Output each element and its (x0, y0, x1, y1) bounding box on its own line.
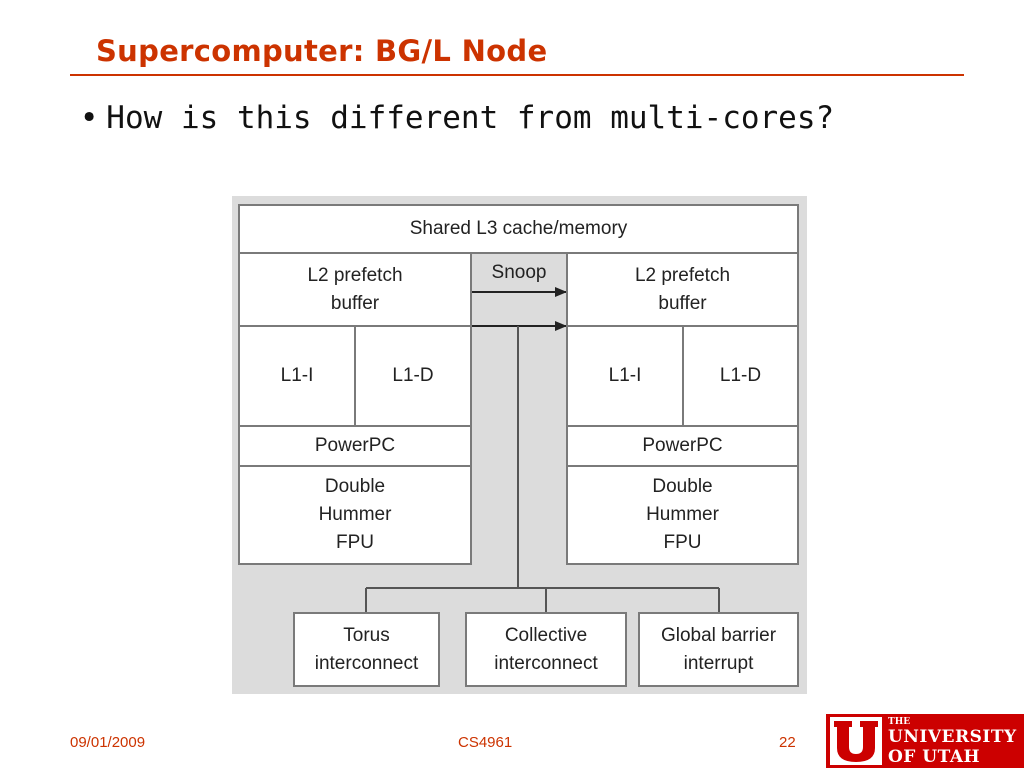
barrier-line1: Global barrier (660, 624, 777, 646)
right-powerpc-label: PowerPC (642, 435, 723, 456)
left-powerpc-box: PowerPC (238, 425, 472, 467)
title-underline (70, 74, 964, 76)
logo-line1: THE (888, 717, 911, 727)
logo-wordmark: THE UNIVERSITY OF UTAH (888, 717, 1017, 767)
university-of-utah-logo: THE UNIVERSITY OF UTAH (826, 714, 1024, 768)
footer-course: CS4961 (458, 734, 513, 751)
right-fpu-line2: Hummer (646, 504, 719, 525)
barrier-line2: interrupt (683, 652, 754, 674)
slide-title: Supercomputer: BG/L Node (96, 34, 548, 68)
right-fpu-line3: FPU (663, 532, 702, 553)
right-fpu-line1: Double (652, 476, 713, 497)
right-l1d-label: L1-D (719, 365, 762, 386)
logo-line2: UNIVERSITY (888, 727, 1017, 747)
logo-line3: OF UTAH (888, 747, 981, 767)
block-u-icon (830, 717, 882, 765)
shared-l3-cache-box: Shared L3 cache/memory (238, 204, 799, 254)
bullet-text: How is this different from multi-cores? (106, 100, 835, 136)
left-l1i-box: L1-I (238, 325, 356, 427)
left-l2-prefetch-box: L2 prefetch buffer (238, 252, 472, 327)
right-l1i-box: L1-I (566, 325, 684, 427)
diagram-connectors (365, 287, 720, 612)
torus-interconnect-box: Torus interconnect (293, 612, 440, 687)
right-l1i-label: L1-I (608, 365, 642, 386)
left-l1i-label: L1-I (280, 365, 314, 386)
torus-line2: interconnect (314, 652, 419, 674)
left-fpu-line2: Hummer (318, 504, 392, 525)
left-fpu-line3: FPU (336, 532, 374, 553)
collective-line1: Collective (504, 624, 588, 646)
collective-interconnect-box: Collective interconnect (465, 612, 627, 687)
snoop-label: Snoop (491, 262, 547, 283)
right-l2-label-line1: L2 prefetch (634, 264, 731, 286)
right-powerpc-box: PowerPC (566, 425, 799, 467)
left-fpu-box: Double Hummer FPU (238, 465, 472, 565)
bullet-marker: • (80, 100, 99, 136)
footer-page-number: 22 (779, 734, 796, 751)
footer-date: 09/01/2009 (70, 734, 146, 751)
right-l2-label-line2: buffer (658, 292, 707, 314)
left-fpu-line1: Double (324, 476, 386, 497)
bgl-node-diagram: Shared L3 cache/memory L2 prefetch buffe… (232, 196, 807, 694)
right-fpu-box: Double Hummer FPU (566, 465, 799, 565)
shared-l3-label: Shared L3 cache/memory (409, 218, 628, 239)
left-l2-label-line2: buffer (330, 292, 380, 314)
left-powerpc-label: PowerPC (314, 435, 396, 456)
left-l2-label-line1: L2 prefetch (307, 264, 403, 286)
bullet-item: •How is this different from multi-cores? (80, 100, 834, 136)
global-barrier-box: Global barrier interrupt (638, 612, 799, 687)
right-l1d-box: L1-D (682, 325, 799, 427)
torus-line1: Torus (343, 624, 390, 646)
left-l1d-box: L1-D (354, 325, 472, 427)
left-l1d-label: L1-D (392, 365, 434, 386)
collective-line2: interconnect (494, 652, 598, 674)
right-l2-prefetch-box: L2 prefetch buffer (566, 252, 799, 327)
